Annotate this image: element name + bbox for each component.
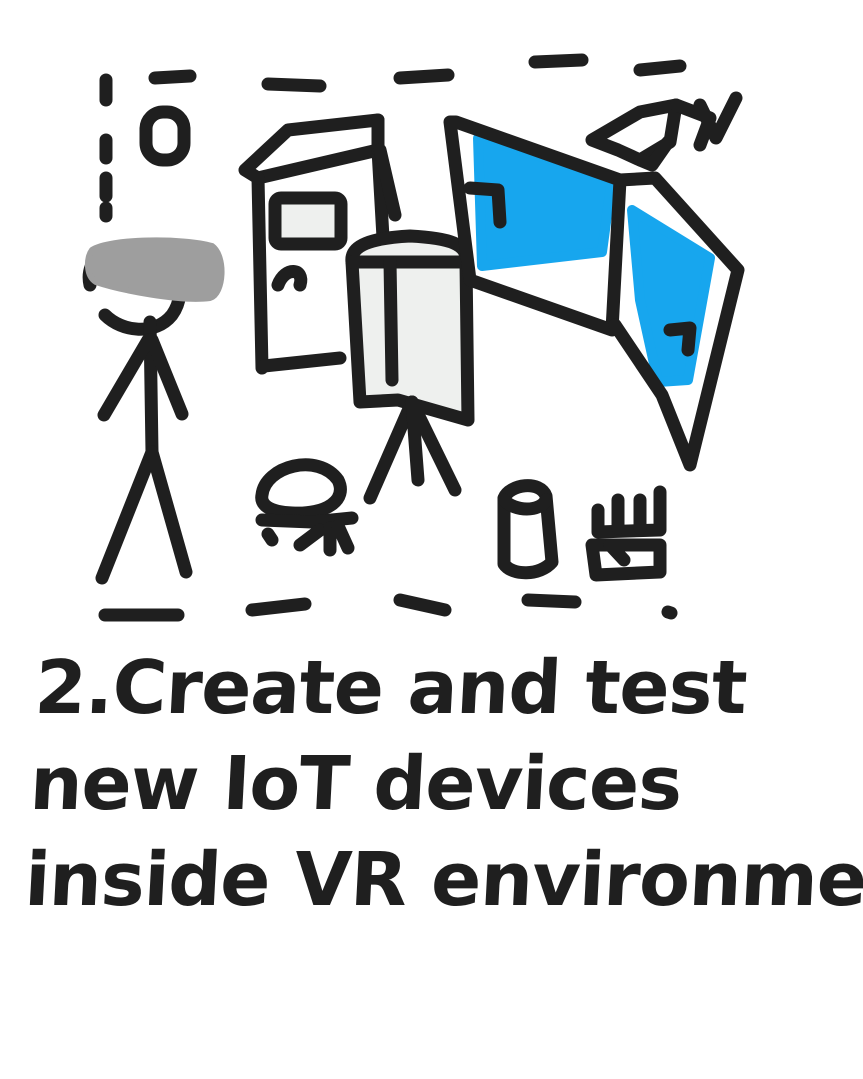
- security-camera-icon: [585, 91, 743, 172]
- top-boundary-dashes: [148, 53, 687, 93]
- caption-text: 2.Create and test new IoT devices inside…: [22, 640, 863, 928]
- smart-speaker-icon: [497, 479, 559, 580]
- caption-line-2: new IoT devices: [27, 741, 684, 827]
- display-on-tripod-icon: [345, 229, 475, 505]
- cabinet-device-icon: [238, 113, 402, 375]
- robot-vacuum-icon: [255, 458, 359, 557]
- vr-sketch-illustration: [82, 53, 745, 622]
- charging-dock-icon: [585, 485, 667, 582]
- person-with-vr-headset-icon: [82, 237, 225, 585]
- caption-line-3: inside VR environment: [22, 837, 863, 923]
- capsule-device-icon: [139, 105, 191, 167]
- bottom-boundary-dashes: [98, 593, 678, 622]
- caption-line-1: 2.Create and test: [32, 645, 749, 731]
- video-wall-screens-icon: [443, 115, 745, 472]
